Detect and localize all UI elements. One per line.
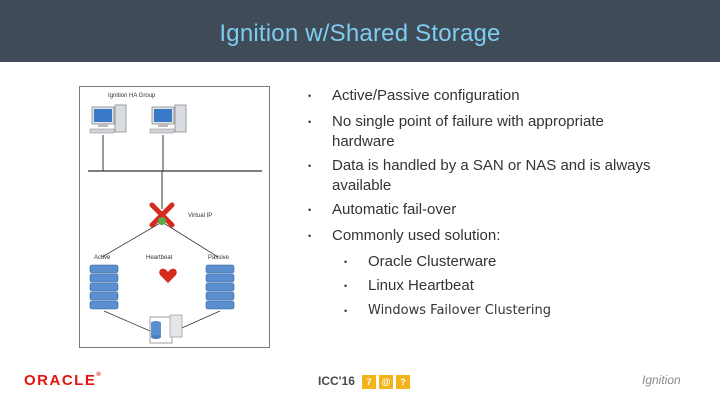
heartbeat-label: Heartbeat [146, 255, 173, 261]
bullet-text: Commonly used solution: [332, 227, 501, 244]
bullet-dot: • [344, 306, 348, 316]
ignition-logo: Ignition [642, 373, 681, 387]
bullet-dot: • [344, 257, 348, 267]
sub-bullet-text: Oracle Clusterware [368, 253, 497, 270]
title-bar: Ignition w/Shared Storage [0, 0, 720, 62]
sub-bullet-text: Linux Heartbeat [368, 277, 474, 294]
ha-diagram-graphic [88, 104, 262, 344]
icc-logo-box: ? [396, 375, 410, 389]
ha-group-label: Ignition HA Group [108, 93, 156, 99]
oracle-logo: ORACLE [24, 372, 101, 389]
slide-title: Ignition w/Shared Storage [219, 20, 501, 47]
active-label: Active [94, 255, 111, 261]
ha-diagram: Ignition HA Group Virtual IP Active Hear… [79, 86, 270, 348]
bullet-text: No single point of failure with appropri… [332, 113, 604, 150]
icc-logo-box: @ [379, 375, 393, 389]
passive-server-icon [205, 264, 235, 310]
virtual-ip-label: Virtual IP [188, 213, 213, 219]
passive-label: Passive [208, 255, 230, 261]
active-server-icon [89, 264, 119, 310]
bullet-text: Active/Passive configuration [332, 87, 520, 104]
heartbeat-heart-icon [159, 268, 177, 283]
shared-storage-icon [149, 314, 183, 344]
icc-logo-text: ICC'16 [318, 374, 355, 388]
bullet-dot: • [344, 281, 348, 291]
icc-logo-box: 7 [362, 375, 376, 389]
bullet-text: Data is handled by a SAN or NAS and is a… [332, 157, 651, 194]
failed-virtual-ip-icon [149, 202, 175, 228]
bullet-text: Automatic fail-over [332, 201, 457, 218]
bullet-dot: • [308, 117, 312, 127]
bullet-dot: • [308, 91, 312, 101]
bullet-dot: • [308, 231, 312, 241]
workstation-right-icon [149, 104, 187, 134]
workstation-left-icon [89, 104, 127, 134]
bullet-dot: • [308, 161, 312, 171]
bullet-dot: • [308, 205, 312, 215]
sub-bullet-text: Windows Failover Clustering [368, 303, 552, 318]
